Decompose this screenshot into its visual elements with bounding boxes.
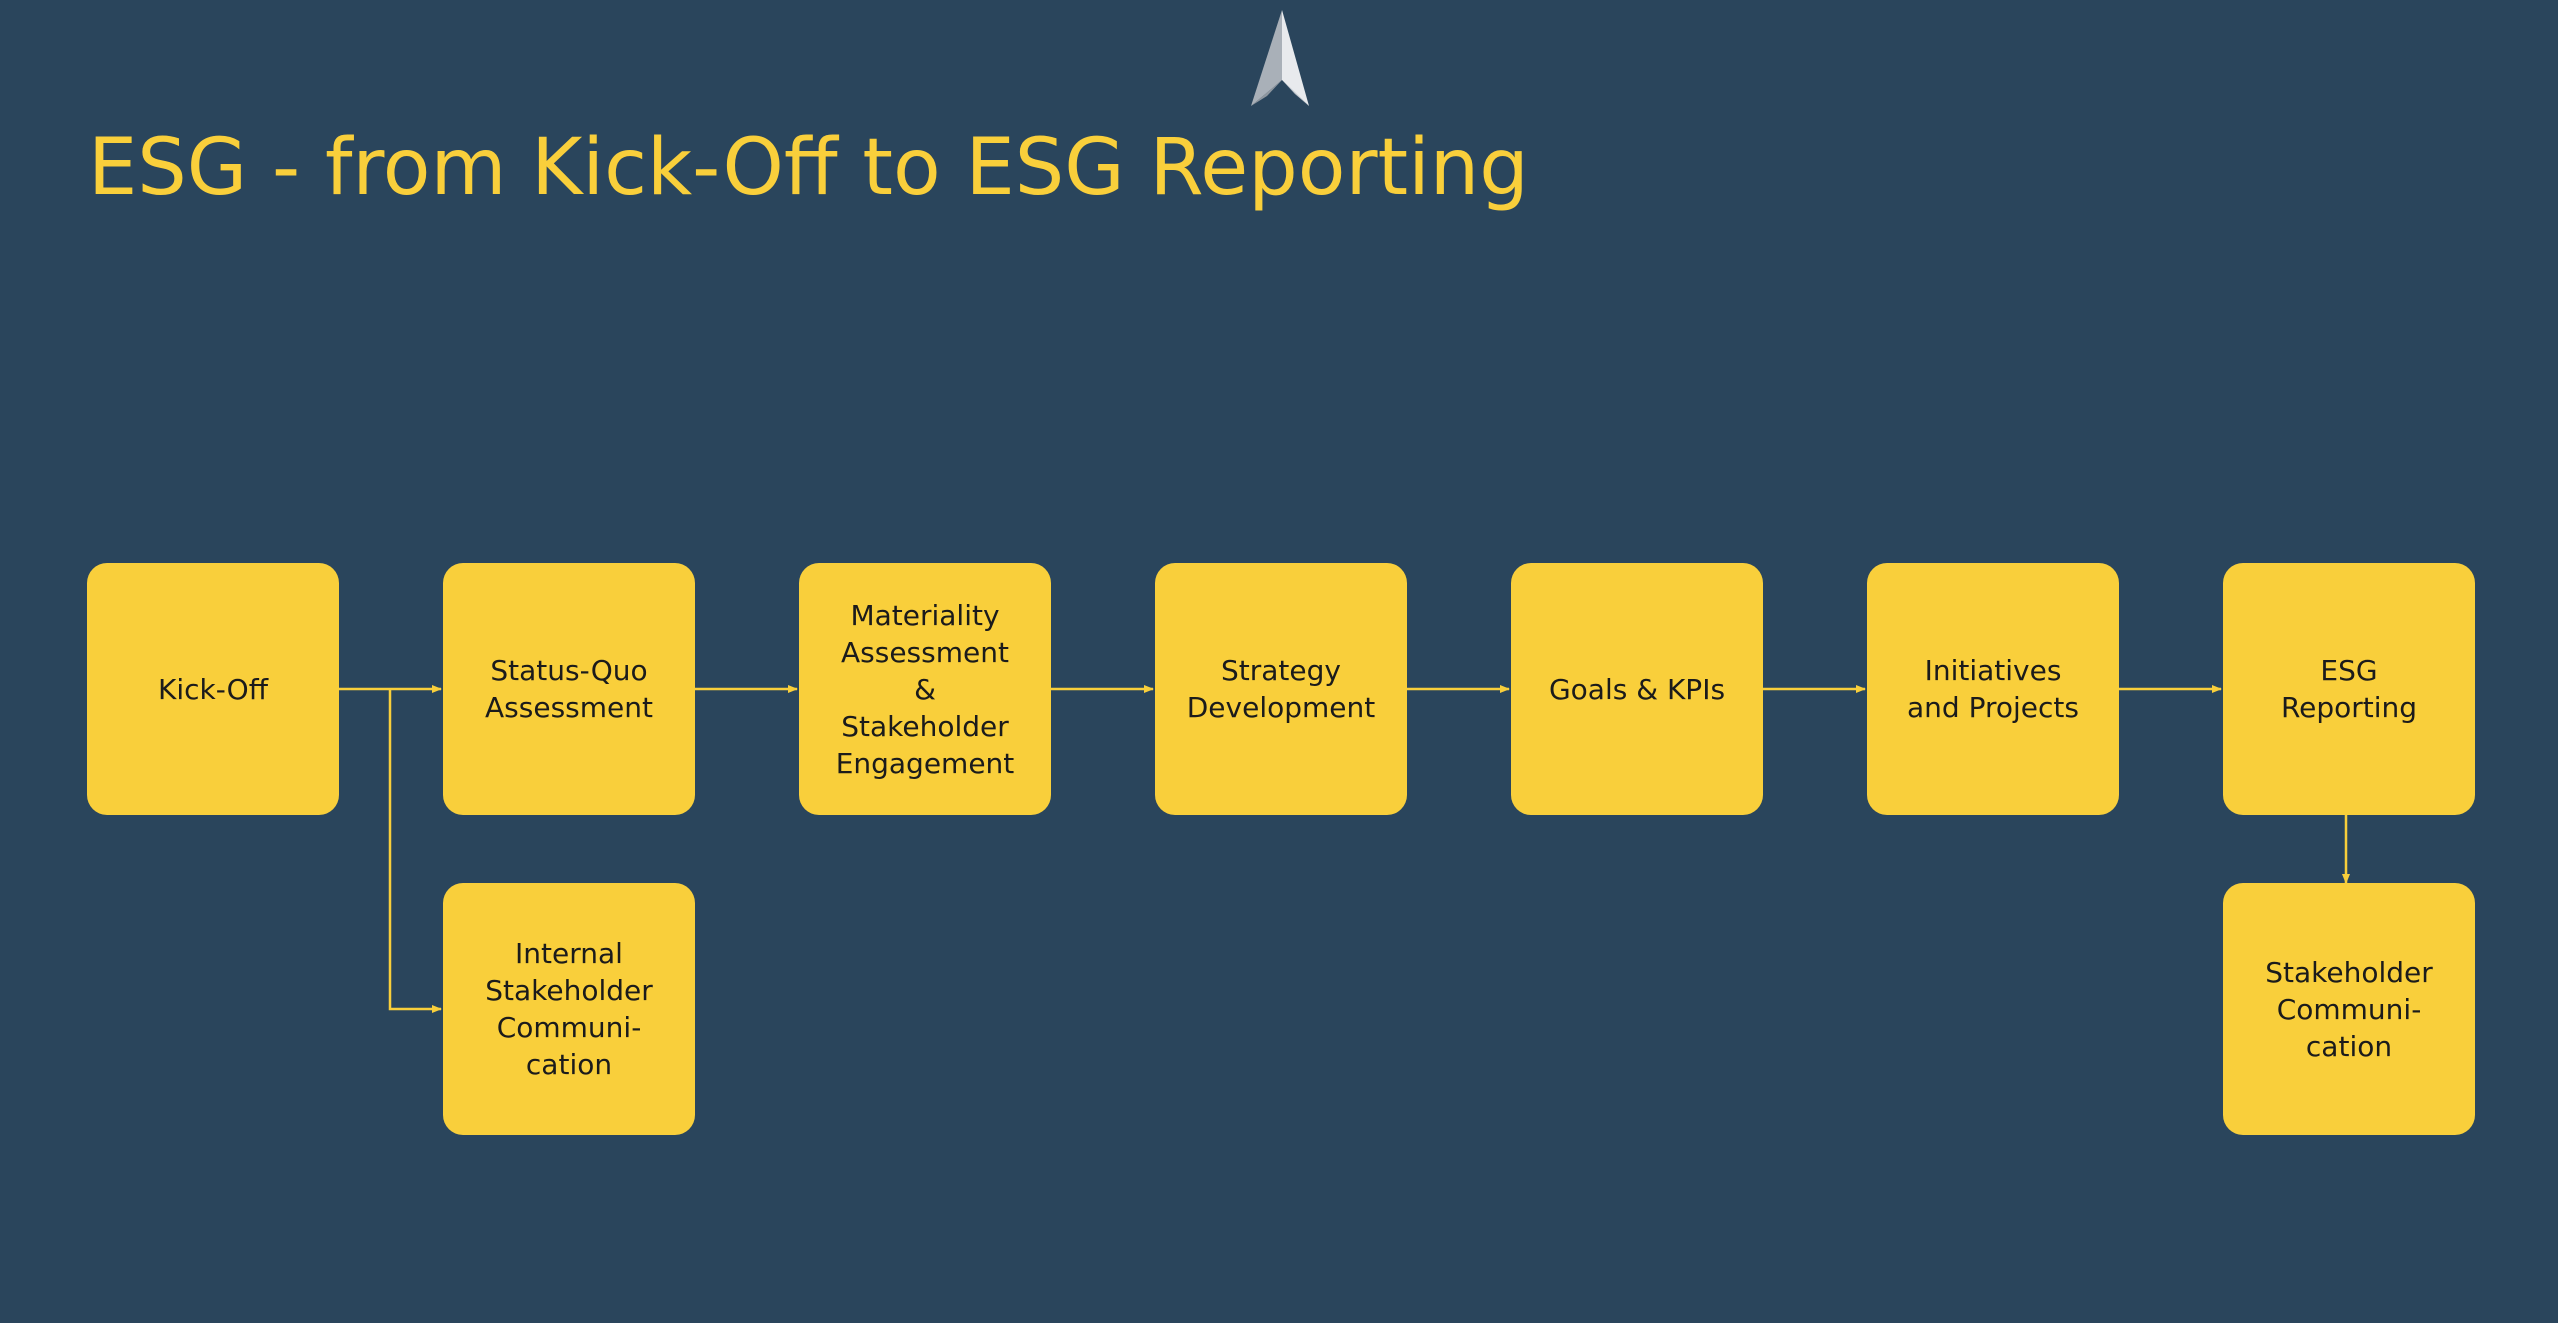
step-stakeholder-communication: Stakeholder Communi- cation [2223,883,2475,1135]
step-strategy-development: Strategy Development [1155,563,1407,815]
step-label: Initiatives and Projects [1907,654,2079,724]
arrow-kickoff-to-internal-communication [388,689,442,1013]
step-label: Kick-Off [158,672,268,706]
step-label: Internal Stakeholder Communi- cation [485,937,653,1081]
step-kick-off: Kick-Off [87,563,339,815]
step-label: Materiality Assessment & Stakeholder Eng… [835,598,1015,780]
step-status-quo-assessment: Status-Quo Assessment [443,563,695,815]
page-title: ESG - from Kick-Off to ESG Reporting [88,123,1529,213]
step-label: Strategy Development [1186,654,1376,724]
step-label: Stakeholder Communi- cation [2265,955,2433,1063]
step-goals-kpis: Goals & KPIs [1511,563,1763,815]
step-initiatives-projects: Initiatives and Projects [1867,563,2119,815]
step-label: Goals & KPIs [1548,672,1726,706]
step-label: Status-Quo Assessment [485,654,653,724]
step-internal-stakeholder-communication: Internal Stakeholder Communi- cation [443,883,695,1135]
step-label: ESG Reporting [2280,654,2418,724]
step-esg-reporting: ESG Reporting [2223,563,2475,815]
step-materiality-assessment: Materiality Assessment & Stakeholder Eng… [799,563,1051,815]
paper-plane-logo-icon [1251,10,1309,106]
